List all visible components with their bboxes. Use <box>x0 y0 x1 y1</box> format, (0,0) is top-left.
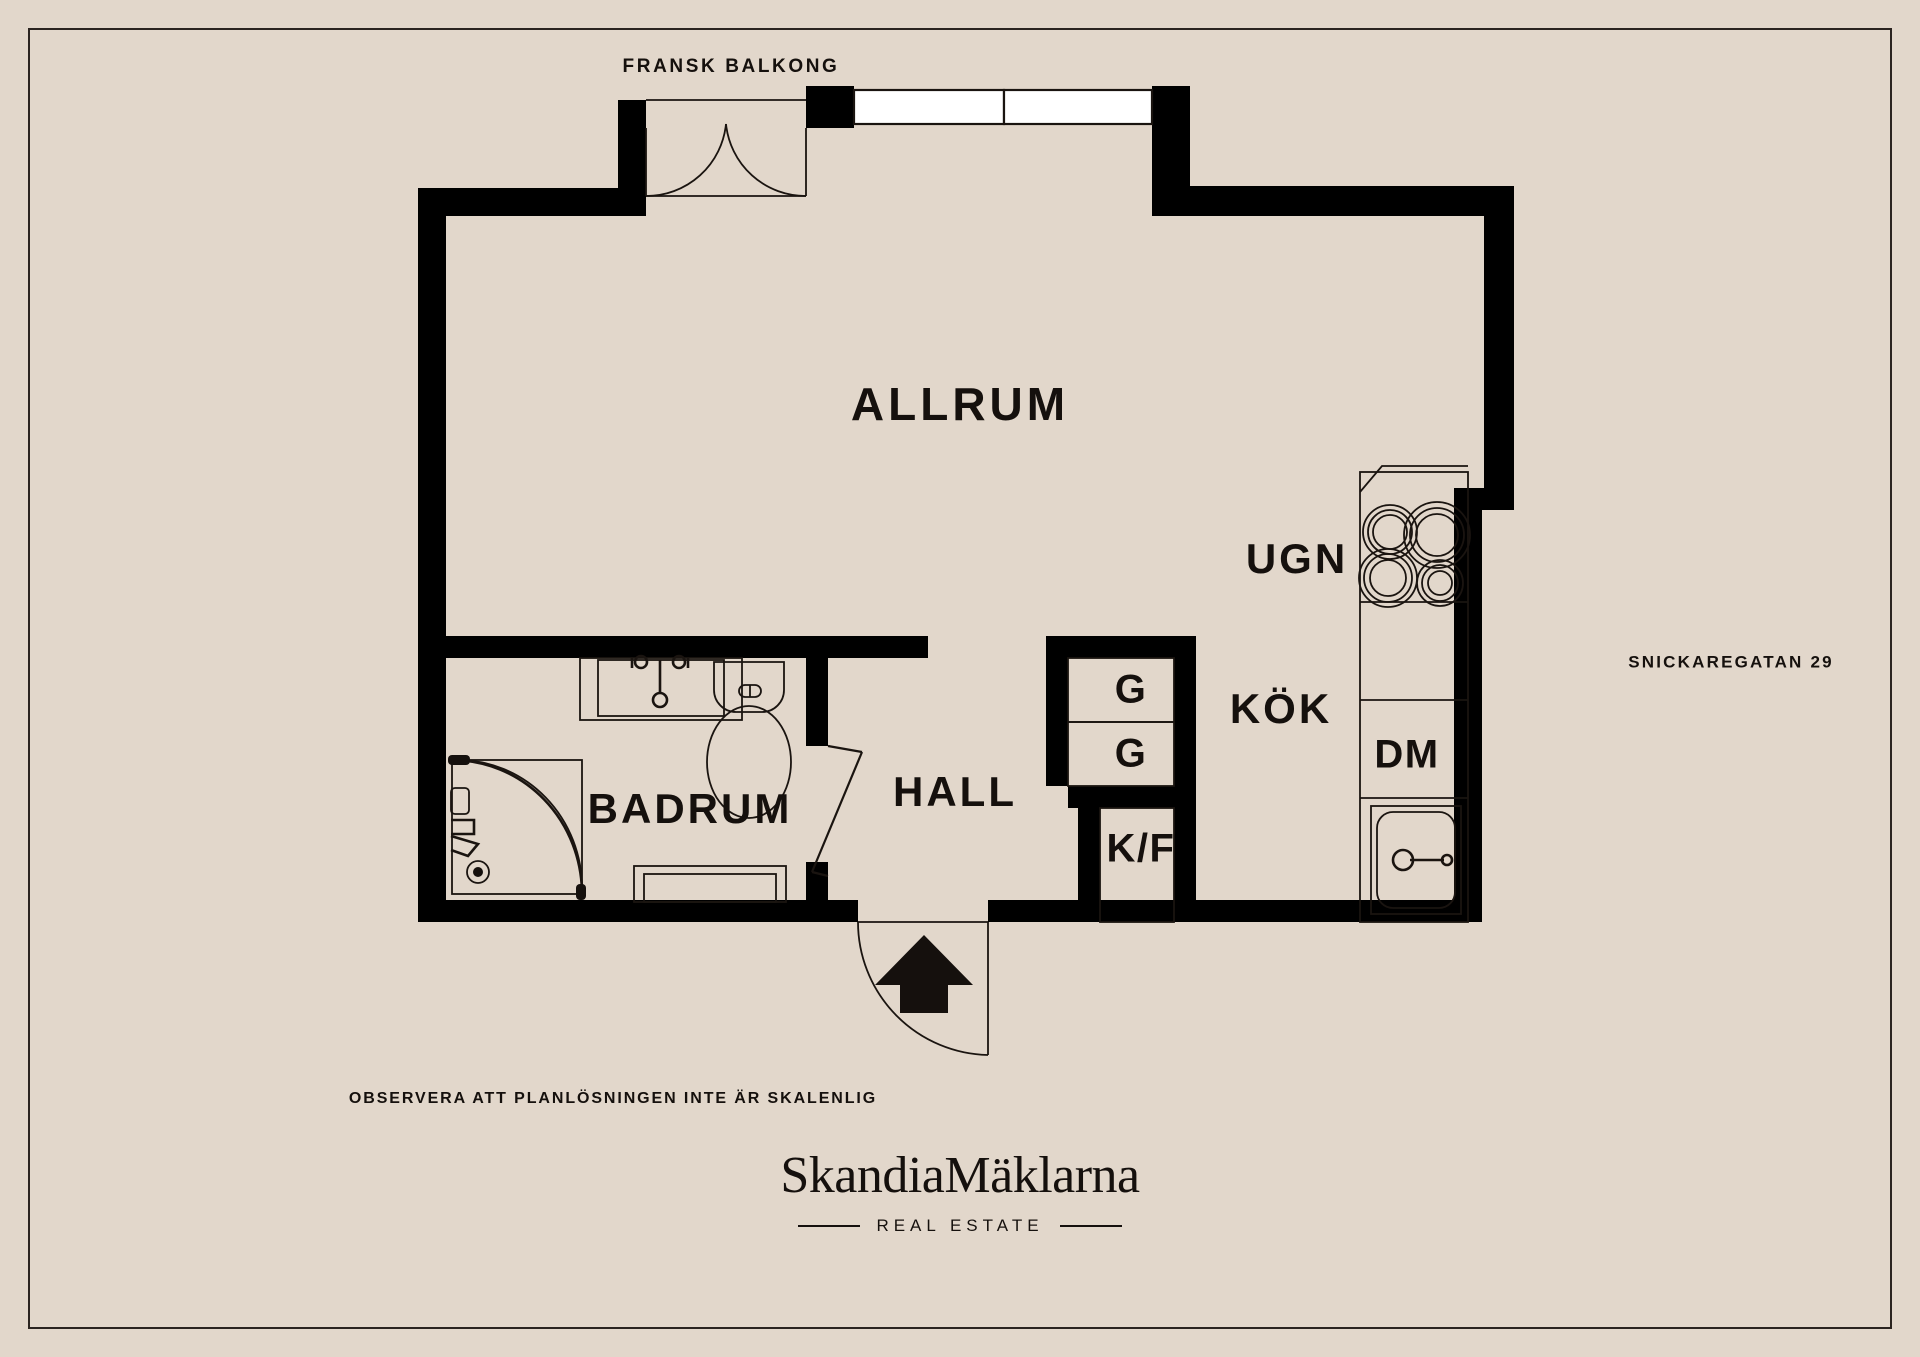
entrance-door-swing <box>857 921 989 1056</box>
burner-small-front-inner <box>1427 570 1453 596</box>
burner-large-front-inner <box>1369 559 1407 597</box>
french-balcony-door <box>645 99 807 197</box>
wall-bathroom-top <box>446 636 928 658</box>
room-label-kok: KÖK <box>1230 685 1332 732</box>
closet-g2-outline <box>1067 721 1175 787</box>
toilet <box>706 661 792 819</box>
shower-drain-outer <box>466 860 490 884</box>
bathroom-door-head <box>827 744 863 754</box>
sink-drain <box>651 691 669 709</box>
shower-rail-bottom <box>576 884 586 900</box>
closet-label-g1: G <box>1115 668 1148 712</box>
room-label-badrum: BADRUM <box>588 785 793 832</box>
scale-disclaimer: OBSERVERA ATT PLANLÖSNINGEN INTE ÄR SKAL… <box>349 1088 877 1107</box>
bathroom-door <box>810 744 864 878</box>
toilet-bowl <box>706 705 792 819</box>
room-label-hall: HALL <box>893 768 1017 815</box>
brand-sublabel: REAL ESTATE <box>876 1216 1044 1235</box>
entrance-direction-arrow <box>875 935 973 1013</box>
burner-large-rear-mid <box>1409 507 1465 563</box>
burner-large-rear-inner <box>1415 513 1459 557</box>
wall-bottom-right <box>988 900 1482 922</box>
wall-right-upper-return <box>1152 110 1190 216</box>
wall-closet-right-upper <box>1174 636 1196 786</box>
shower-rail-top <box>448 755 470 765</box>
wall-right-upper <box>1484 186 1514 504</box>
sink-outer <box>1370 805 1462 915</box>
bathroom-door-leaf <box>810 751 864 873</box>
wall-balcony-head-left <box>618 100 646 128</box>
closet-label-g2: G <box>1115 732 1148 776</box>
kitchen-faucet-base <box>1440 853 1454 867</box>
shower-tray <box>451 759 583 895</box>
closet-block: G G K/F <box>1046 636 1196 923</box>
bathroom-vanity <box>579 654 743 721</box>
burner-small-front-mid <box>1421 564 1459 602</box>
wall-pier-between-door-window <box>806 86 854 128</box>
window-pane-right <box>1002 88 1154 126</box>
wall-kf-right <box>1174 786 1196 922</box>
bathroom-door-foot <box>811 870 829 878</box>
brand-logo: SkandiaMäklarna REAL ESTATE <box>0 1150 1920 1236</box>
burner-large-front-mid <box>1363 553 1413 603</box>
burner-small-front-outer <box>1416 559 1464 607</box>
wall-top-right <box>1152 186 1514 216</box>
fixture-label-ugn: UGN <box>1246 535 1348 582</box>
wall-bottom-left <box>418 900 858 922</box>
wall-bathroom-right-lower-stub <box>806 862 828 922</box>
brand-sub-row: REAL ESTATE <box>0 1216 1920 1236</box>
window-top <box>852 88 1154 126</box>
sink-bowl <box>1376 811 1456 909</box>
faucet-handle-left <box>633 654 649 670</box>
kitchen-counter-chamfer <box>1359 465 1468 493</box>
entrance-threshold <box>858 900 988 922</box>
balcony-door-swing-right <box>725 123 807 197</box>
shower-curved-door <box>451 758 584 895</box>
faucet-handle-right <box>671 654 687 670</box>
entrance-door <box>857 900 989 1056</box>
wall-kf-left <box>1078 786 1100 922</box>
address-label: SNICKAREGATAN 29 <box>1628 652 1834 671</box>
closet-kf-outline <box>1099 807 1175 923</box>
balcony-door-swing-left <box>645 123 727 197</box>
wall-left <box>418 188 446 922</box>
shower-cabin <box>448 755 586 900</box>
kitchen-counter-outline <box>1359 471 1469 923</box>
shower-head <box>450 834 481 858</box>
washing-machine-inner <box>643 873 777 903</box>
wall-closet-top <box>1046 636 1196 658</box>
annotation-fransk-balkong: FRANSK BALKONG <box>623 56 840 77</box>
shower-handheld-holder <box>451 818 476 836</box>
brand-rule-left <box>798 1225 861 1227</box>
burner-large-rear-outer <box>1403 501 1471 569</box>
toilet-cistern <box>713 661 785 713</box>
shower-curved-door-inner <box>457 759 583 889</box>
window-pane-left <box>852 88 1006 126</box>
kitchen-counter-run <box>1358 465 1471 923</box>
washing-machine <box>633 865 787 903</box>
wall-closet-left <box>1046 636 1068 786</box>
wall-bathroom-right-upper <box>806 636 828 746</box>
shower-mixer-body <box>450 787 470 815</box>
brand-rule-right <box>1059 1225 1122 1227</box>
shower-drain-inner <box>473 867 483 877</box>
wall-top-left <box>418 188 646 216</box>
closet-label-kf: K/F <box>1107 827 1176 871</box>
bathroom-walls <box>446 636 928 922</box>
kitchen-sink <box>1370 805 1462 915</box>
fixture-label-dm: DM <box>1374 733 1439 777</box>
vanity-counter <box>579 657 743 721</box>
room-label-allrum: ALLRUM <box>851 378 1069 430</box>
balcony-door-threshold <box>646 100 806 128</box>
cooktop <box>1358 501 1471 608</box>
brand-wordmark: SkandiaMäklarna <box>780 1147 1140 1204</box>
